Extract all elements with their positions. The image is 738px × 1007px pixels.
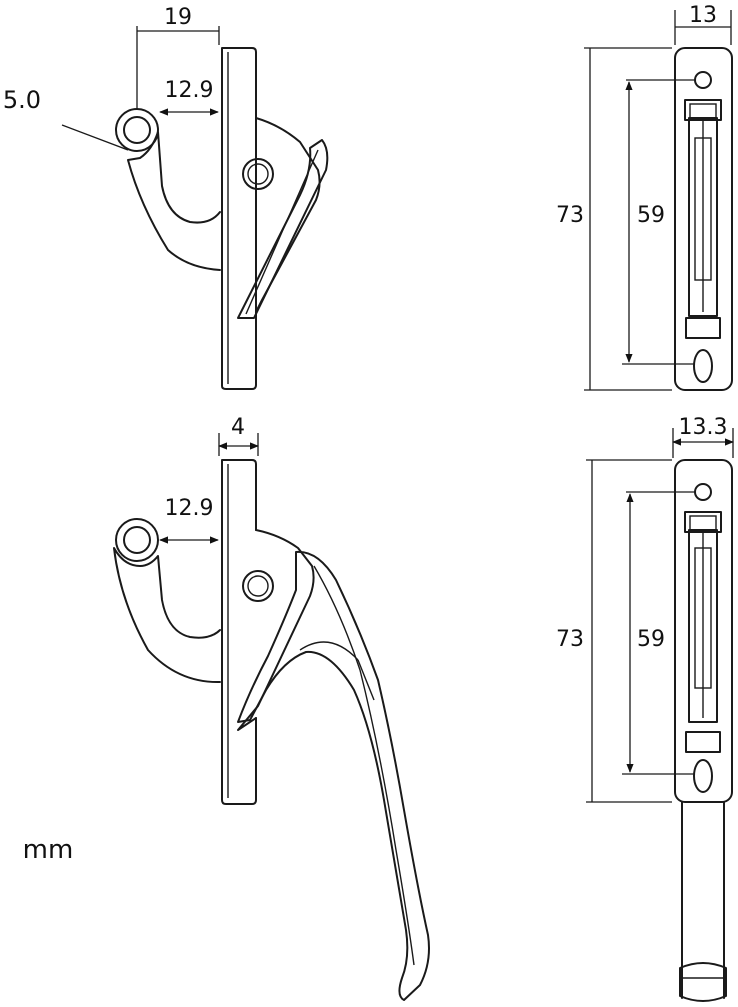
latch-side-view-closed [115,47,329,390]
dim-hole-offset-bottom: 12.9 [159,496,219,544]
latch-side-view-open [113,459,430,1001]
dim-59-label-bottom: 59 [637,627,665,652]
dim-width-13: 13 [674,3,732,45]
dim-hole-diameter: 5.0 [3,86,129,151]
dim-73-label-top: 73 [556,203,584,228]
dim-12-9-label-top: 12.9 [165,78,214,103]
dim-length-73-bottom: 73 [556,459,672,803]
units-label: mm [23,835,74,865]
dim-4-label: 4 [231,415,245,440]
dim-length-73-top: 73 [556,47,672,391]
dim-13-label: 13 [689,3,717,28]
dim-overall-width: 19 [136,5,220,110]
dim-5-0-label: 5.0 [3,86,41,114]
dim-plate-thickness-4: 4 [218,415,259,456]
dim-19-label: 19 [164,5,192,30]
dim-13-3-label: 13.3 [679,415,728,440]
dim-hole-offset-top: 12.9 [159,78,219,116]
dim-holes-59-top: 59 [622,79,695,365]
latch-front-view-top [674,47,733,391]
latch-front-view-bottom [674,459,733,1002]
dim-73-label-bottom: 73 [556,627,584,652]
dim-12-9-label-bottom: 12.9 [165,496,214,521]
dim-holes-59-bottom: 59 [622,491,695,775]
dim-59-label-top: 59 [637,203,665,228]
dim-width-13-3: 13.3 [672,415,734,458]
